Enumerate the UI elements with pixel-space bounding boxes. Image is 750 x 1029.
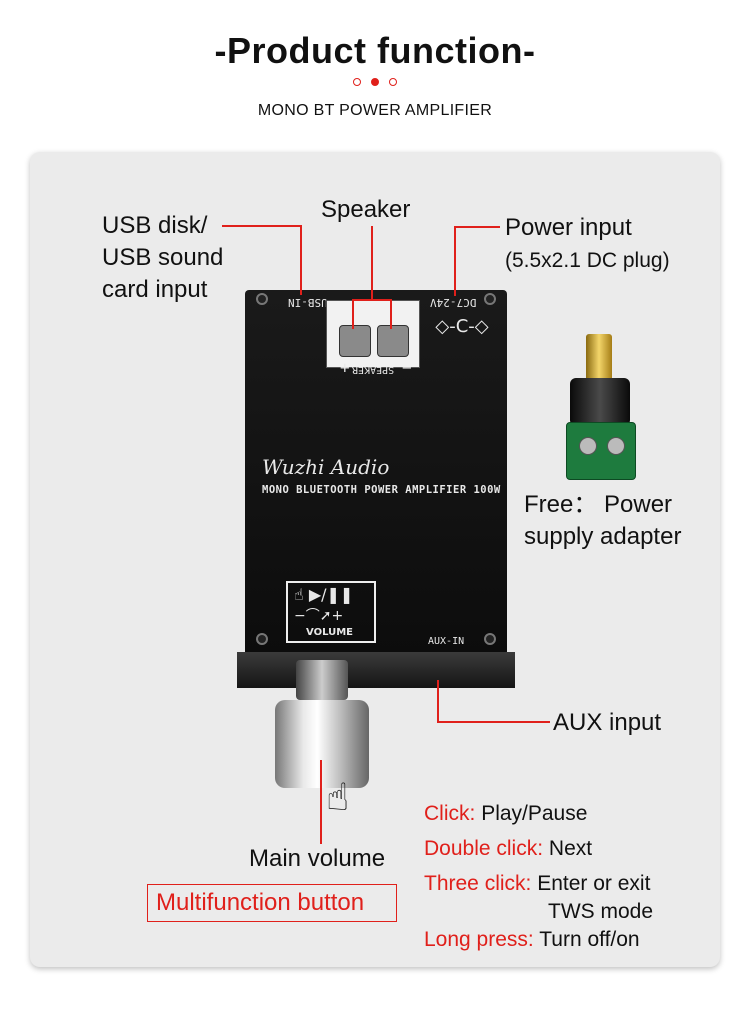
aux-label: AUX input (553, 709, 662, 736)
hand-pointer-icon: ☝ (326, 777, 350, 819)
dot-icon (389, 78, 397, 86)
speaker-callout-line (352, 299, 354, 329)
aux-callout-line (437, 680, 439, 723)
title-dots (0, 78, 750, 86)
usb-in-silk: USB-IN (288, 296, 328, 309)
terminal-screw-icon (377, 325, 409, 357)
usb-callout-line (222, 225, 302, 227)
volume-silk: VOLUME (306, 627, 353, 638)
free-adapter-label: Free： Power (524, 491, 673, 518)
dot-icon (353, 78, 361, 86)
minus-silk: − (402, 358, 412, 377)
brand-logo: Wuzhi Audio (262, 455, 390, 479)
speaker-callout-line (352, 299, 392, 301)
usb-label: USB sound (102, 244, 224, 271)
volume-legend: ☝ ▶/❚❚ −⌒➚+ VOLUME (286, 581, 376, 643)
speaker-callout-line (371, 226, 373, 300)
multifunction-label: Multifunction button (156, 889, 365, 916)
screw-icon (484, 293, 496, 305)
function-long-press: Long press: Turn off/on (424, 928, 640, 951)
volume-knob[interactable] (275, 700, 369, 788)
knob-nut (296, 660, 348, 700)
dc-plug-pin (586, 334, 612, 382)
screw-icon (256, 633, 268, 645)
multifunction-button-box (147, 884, 397, 922)
function-click: Click: Play/Pause (424, 802, 588, 825)
power-callout-line (454, 226, 500, 228)
usb-callout-line (300, 225, 302, 295)
aux-callout-line (437, 721, 550, 723)
page-subtitle: MONO BT POWER AMPLIFIER (257, 102, 493, 119)
model-text: MONO BLUETOOTH POWER AMPLIFIER 100W (262, 484, 501, 496)
function-three-click-cont: TWS mode (548, 900, 654, 923)
dc-in-silk: DC7-24V (430, 296, 477, 309)
usb-label: card input (102, 276, 208, 303)
board-edge (237, 652, 515, 688)
screw-icon (484, 633, 496, 645)
power-label: Power input (505, 214, 632, 241)
dc-adapter-body (570, 378, 630, 426)
speaker-terminal (326, 300, 420, 368)
play-pause-icon: ☝ ▶/❚❚ (294, 585, 354, 604)
page-title: -Product function- (214, 30, 536, 71)
dot-icon (371, 78, 379, 86)
usb-label: USB disk/ (102, 212, 208, 239)
power-callout-line (454, 226, 456, 296)
plus-silk: + (340, 358, 350, 377)
terminal-screw-icon (339, 325, 371, 357)
speaker-label: Speaker (321, 196, 411, 223)
header: -Product function- MONO BT POWER AMPLIFI… (0, 0, 750, 140)
dc-polarity-icon: ◇-C-◇ (435, 316, 489, 337)
main-volume-label: Main volume (249, 845, 386, 872)
dc-adapter-terminal (566, 422, 636, 480)
terminal-screw-icon (579, 437, 597, 455)
power-plug-spec: (5.5x2.1 DC plug) (505, 249, 670, 272)
aux-in-silk: AUX-IN (428, 636, 465, 647)
volume-callout-line (320, 760, 322, 844)
terminal-screw-icon (607, 437, 625, 455)
speaker-silk: SPEAKER (352, 364, 395, 375)
volume-arc-icon: −⌒➚+ (294, 608, 344, 624)
free-adapter-label: supply adapter (524, 523, 682, 550)
function-double-click: Double click: Next (424, 837, 593, 860)
speaker-callout-line (390, 299, 392, 329)
function-three-click: Three click: Enter or exit (424, 872, 651, 895)
screw-icon (256, 293, 268, 305)
